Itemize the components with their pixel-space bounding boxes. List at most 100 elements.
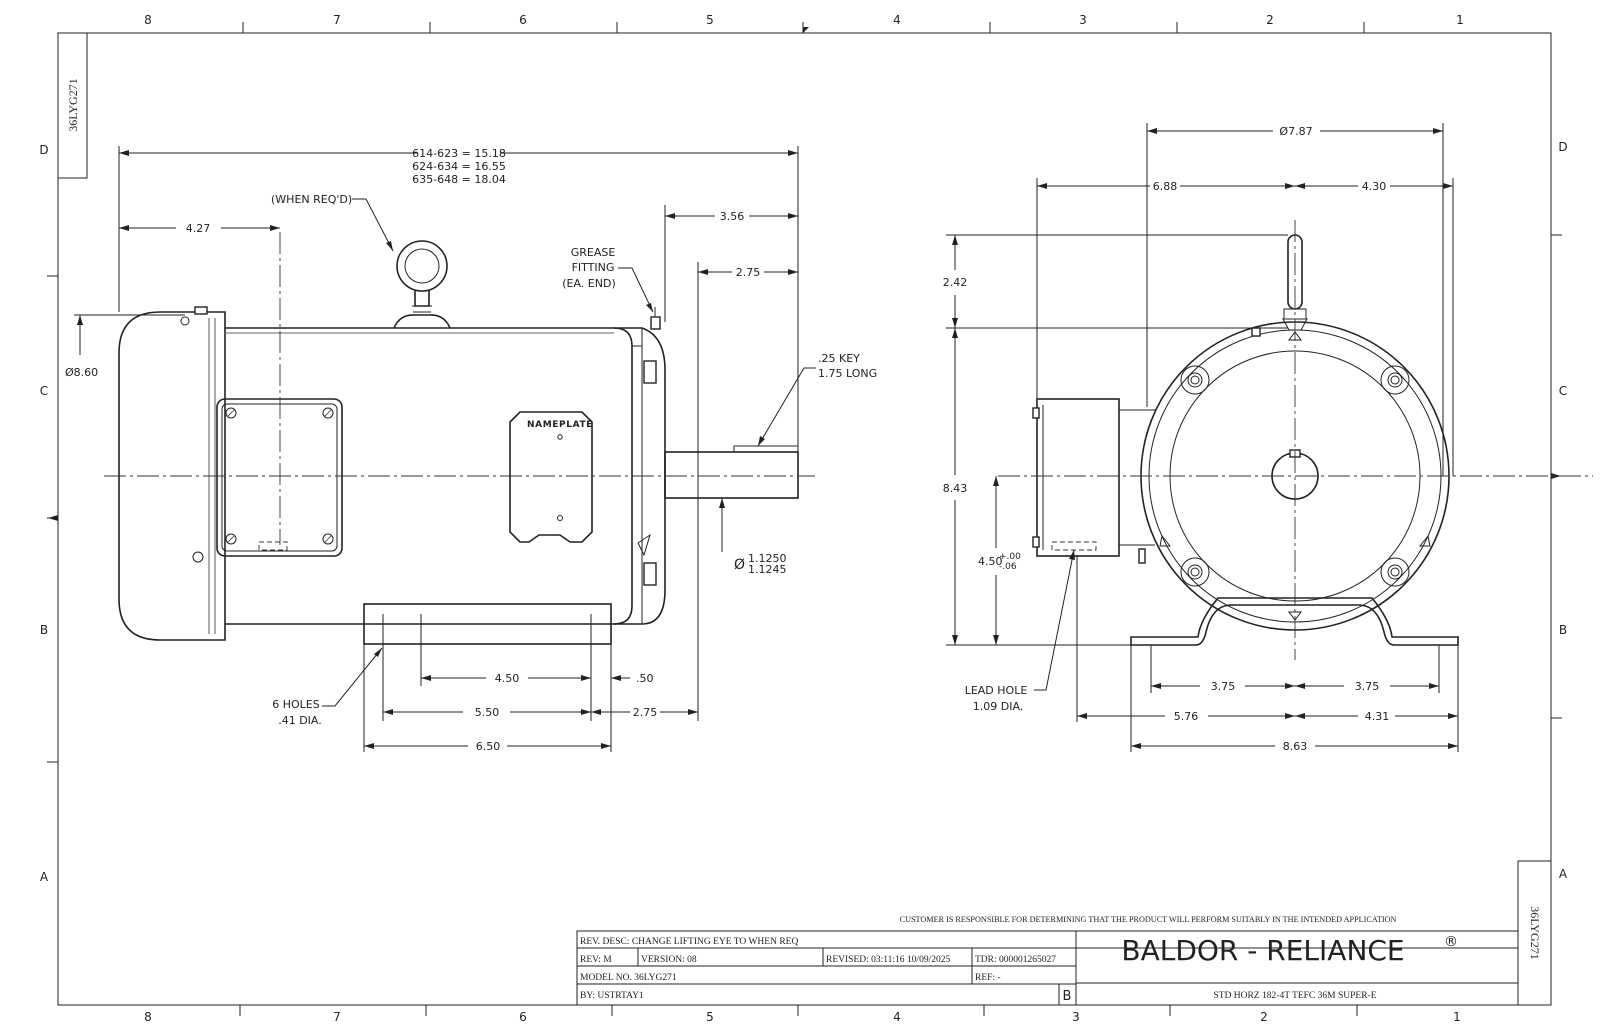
holes-note-line-2: .41 DIA. (278, 714, 322, 727)
revised: REVISED: 03:11:16 10/09/2025 (826, 955, 950, 965)
zone-top-8: 8 (144, 13, 152, 27)
dia-7-87: Ø7.87 (1279, 125, 1312, 138)
drawing-number-box-top: 36LYG271 (57, 32, 88, 179)
mounting-foot (363, 603, 612, 645)
drawing-border (47, 22, 1562, 1016)
sheet-size: B (1063, 989, 1072, 1004)
zone-bottom-4: 4 (893, 1010, 901, 1024)
overall-length-3: 635-648 = 18.04 (412, 173, 506, 186)
foot-dim-4-50: 4.50 (495, 672, 520, 685)
shaft-dia-min: 1.1245 (748, 563, 787, 576)
overall-length-1: 614-623 = 15.18 (412, 147, 506, 160)
fan-cover-bolt (194, 306, 208, 315)
zone-top-3: 3 (1079, 13, 1087, 27)
zone-top-2: 2 (1266, 13, 1274, 27)
rev: REV: M (580, 955, 612, 965)
dim-3-56: 3.56 (720, 210, 745, 223)
key-note-line-2: 1.75 LONG (818, 367, 877, 380)
dim-3-75-left: 3.75 (1211, 680, 1236, 693)
fan-cover (118, 311, 226, 641)
nameplate-plate: NAMEPLATE (509, 411, 593, 543)
zone-bottom-6: 6 (519, 1010, 527, 1024)
zone-bottom-2: 2 (1260, 1010, 1268, 1024)
dim-6-88: 6.88 (1153, 180, 1178, 193)
zone-right-d: D (1558, 140, 1567, 154)
tol-plus: +.00 (999, 552, 1021, 562)
grease-fitting-line-2: FITTING (572, 261, 615, 274)
title-block: CUSTOMER IS RESPONSIBLE FOR DETERMINING … (576, 915, 1519, 1006)
zone-bottom-3: 3 (1072, 1010, 1080, 1024)
dim-4-30: 4.30 (1362, 180, 1387, 193)
end-bolts (1180, 365, 1410, 587)
zone-left-d: D (39, 143, 48, 157)
motor-side-view: NAMEPLATE (104, 232, 815, 645)
zone-left-a: A (40, 870, 49, 884)
dim-2-75-top: 2.75 (736, 266, 761, 279)
zone-top-6: 6 (519, 13, 527, 27)
drawing-number-bottom: 36LYG271 (1528, 906, 1542, 959)
end-view-conduit-box (1032, 398, 1155, 564)
drawing-number-top: 36LYG271 (66, 78, 80, 131)
dia-8-60: Ø8.60 (65, 366, 98, 379)
lead-hole-line-1: LEAD HOLE (965, 684, 1028, 697)
registered-mark: ® (1444, 934, 1458, 950)
motor-end-view (998, 220, 1593, 660)
foot-dim-6-50: 6.50 (476, 740, 501, 753)
zone-labels: 8 7 6 5 4 3 2 1 8 7 6 5 4 3 2 1 D C B A … (39, 13, 1568, 1024)
zone-bottom-8: 8 (144, 1010, 152, 1024)
ref: REF: - (975, 973, 1001, 983)
zone-top-1: 1 (1456, 13, 1464, 27)
zone-top-5: 5 (706, 13, 714, 27)
rev-desc: REV. DESC: CHANGE LIFTING EYE TO WHEN RE… (580, 937, 798, 947)
when-reqd-note: (WHEN REQ'D) (271, 193, 352, 206)
dim-3-75-right: 3.75 (1355, 680, 1380, 693)
shaft-dia-max: 1.1250 (748, 552, 787, 565)
company-name: BALDOR - RELIANCE (1121, 934, 1404, 967)
by: BY: USTRTAY1 (580, 991, 644, 1001)
zone-bottom-5: 5 (706, 1010, 714, 1024)
zone-right-c: C (1559, 384, 1567, 398)
disclaimer: CUSTOMER IS RESPONSIBLE FOR DETERMINING … (900, 915, 1397, 924)
lifting-eye (393, 240, 451, 329)
overall-length-2: 624-634 = 16.55 (412, 160, 506, 173)
dim-4-50-end: 4.50 (978, 555, 1003, 568)
zone-right-b: B (1559, 623, 1567, 637)
shaft-dia-symbol: Ø (734, 557, 745, 573)
key-note-line-1: .25 KEY (818, 352, 860, 365)
end-view-dimensions: Ø7.87 6.88 4.30 2.42 8.43 4.50 +. (943, 123, 1459, 753)
model-no: MODEL NO. 36LYG271 (580, 973, 677, 983)
end-view-feet (1130, 597, 1459, 646)
zone-bottom-1: 1 (1453, 1010, 1461, 1024)
nameplate-label: NAMEPLATE (527, 420, 593, 430)
end-view-lifting-eye (1282, 234, 1308, 331)
holes-note-line-1: 6 HOLES (272, 698, 320, 711)
dim-8-63: 8.63 (1283, 740, 1308, 753)
dim-4-27: 4.27 (186, 222, 211, 235)
shaft (664, 445, 799, 499)
tol-minus: -.06 (999, 562, 1017, 572)
lead-hole-line-2: 1.09 DIA. (973, 700, 1024, 713)
side-view-dimensions: 614-623 = 15.18 624-634 = 16.55 635-648 … (65, 146, 877, 753)
foot-dim-050: .50 (636, 672, 654, 685)
version: VERSION: 08 (641, 955, 697, 965)
zone-left-c: C (40, 384, 48, 398)
zone-right-a: A (1559, 867, 1568, 881)
dim-8-43: 8.43 (943, 482, 968, 495)
zone-top-7: 7 (333, 13, 341, 27)
zone-top-4: 4 (893, 13, 901, 27)
tdr: TDR: 000001265027 (975, 955, 1056, 965)
motor-description: STD HORZ 182-4T TEFC 36M SUPER-E (1213, 991, 1376, 1001)
dim-4-31: 4.31 (1365, 710, 1390, 723)
grease-fitting-line-1: GREASE (571, 246, 616, 259)
conduit-box (216, 398, 343, 557)
dim-2-42: 2.42 (943, 276, 968, 289)
zone-left-b: B (40, 623, 48, 637)
foot-dim-2-75: 2.75 (633, 706, 658, 719)
drawing-number-box-bottom: 36LYG271 (1517, 860, 1552, 1006)
end-bracket (614, 307, 666, 625)
dim-5-76: 5.76 (1174, 710, 1199, 723)
foot-dim-5-50: 5.50 (475, 706, 500, 719)
zone-bottom-7: 7 (333, 1010, 341, 1024)
grease-fitting-line-3: (EA. END) (562, 277, 616, 290)
